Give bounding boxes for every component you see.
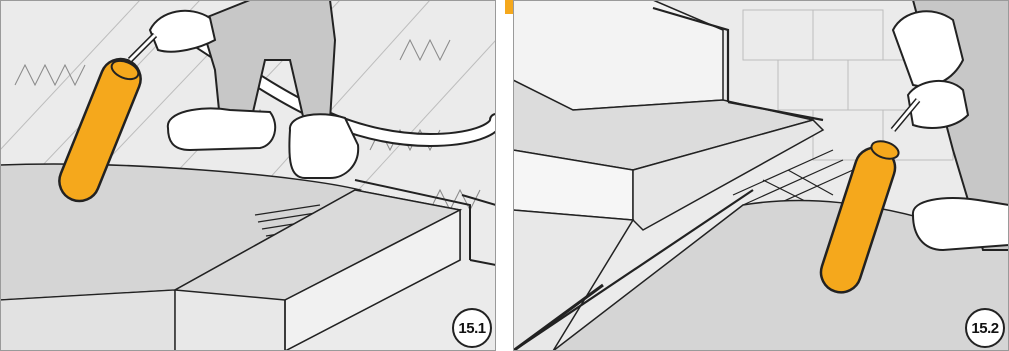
floor-front (0, 290, 175, 351)
panel-2-drawing (513, 0, 1009, 351)
illustration-panel-2: 15.2 (513, 0, 1009, 351)
step-number-badge: 15.2 (965, 308, 1005, 348)
section-accent-marker (505, 0, 513, 14)
shoe (913, 198, 1009, 250)
right-shoe (289, 114, 358, 178)
panel-1-drawing (0, 0, 496, 351)
step-number-badge: 15.1 (452, 308, 492, 348)
left-shoe (168, 108, 275, 150)
illustration-panel-1: 15.1 (0, 0, 496, 351)
